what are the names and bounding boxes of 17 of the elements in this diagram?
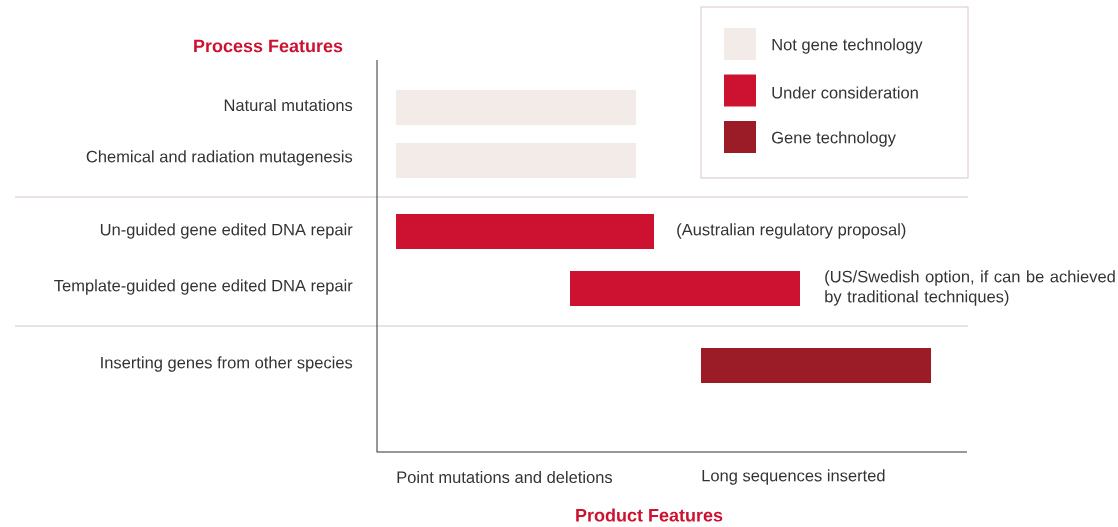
axis-label: Point mutations and deletions: [397, 470, 613, 484]
bar: [396, 214, 654, 249]
legend-label: Under consideration: [772, 86, 918, 99]
legend-label: Gene technology: [772, 131, 896, 147]
annotation-text: (Australian regulatory proposal): [677, 223, 906, 239]
axis-title: Process Features: [194, 39, 343, 53]
bar: [570, 271, 800, 306]
axis-label: Inserting genes from other species: [101, 356, 353, 372]
axis-label: Un-guided gene edited DNA repair: [100, 223, 353, 239]
bar: [701, 348, 931, 383]
axis-label: Template-guided gene edited DNA repair: [54, 279, 353, 295]
axis-title: Product Features: [576, 508, 723, 522]
annotation-text: (US/Swedish option, if can be achieved by traditional techniques): [825, 270, 1115, 306]
axis-label: Natural mutations: [224, 98, 353, 112]
axis-label: Chemical and radiation mutagenesis: [86, 150, 353, 166]
legend-label: Not gene technology: [772, 38, 923, 54]
axis-label: Long sequences inserted: [702, 469, 885, 485]
